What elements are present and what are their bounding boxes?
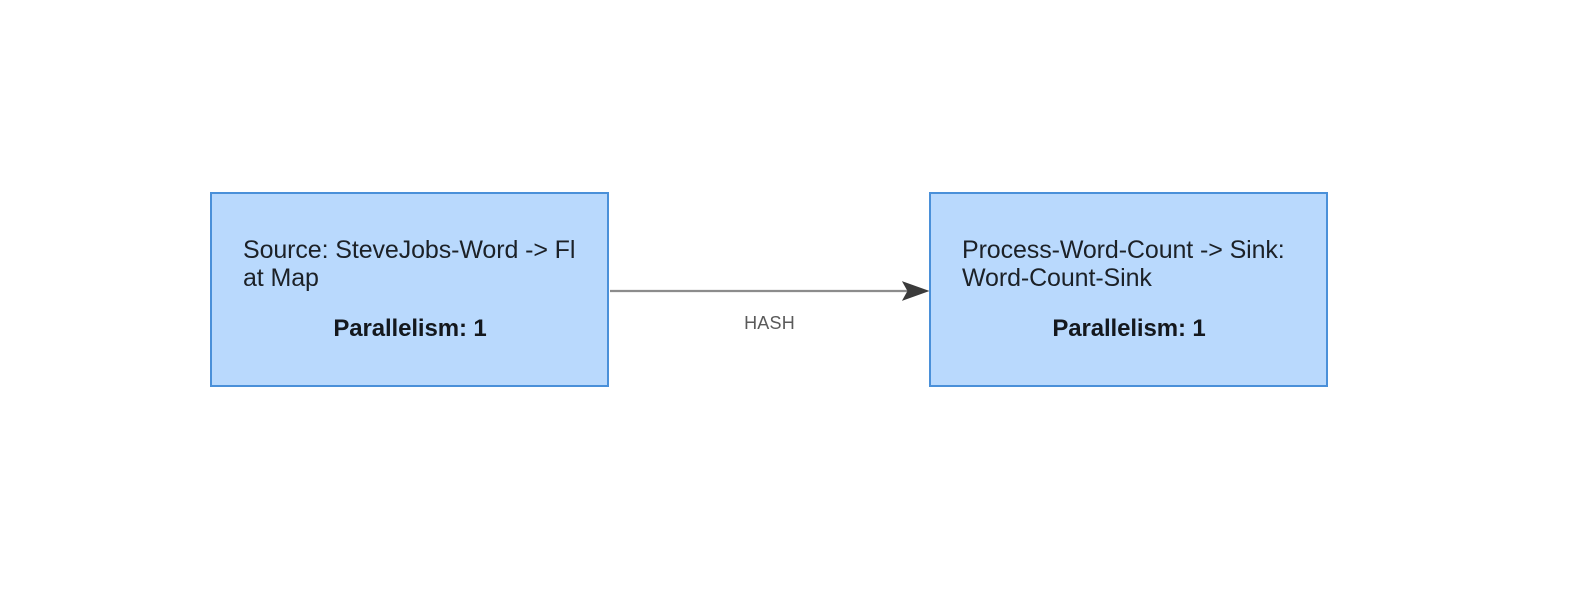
node-sink-parallelism: Parallelism: 1 <box>1052 315 1206 342</box>
edge-source-to-sink[interactable] <box>610 281 930 301</box>
node-sink[interactable]: Process-Word-Count -> Sink: Word-Count-S… <box>929 192 1328 387</box>
node-source[interactable]: Source: SteveJobs-Word -> Fl at Map Para… <box>210 192 609 387</box>
arrowhead-right-icon <box>901 281 930 301</box>
node-source-parallelism: Parallelism: 1 <box>333 315 487 342</box>
node-sink-title: Process-Word-Count -> Sink: Word-Count-S… <box>962 236 1285 292</box>
edge-label-hash: HASH <box>744 313 795 333</box>
node-source-title: Source: SteveJobs-Word -> Fl at Map <box>243 236 576 292</box>
